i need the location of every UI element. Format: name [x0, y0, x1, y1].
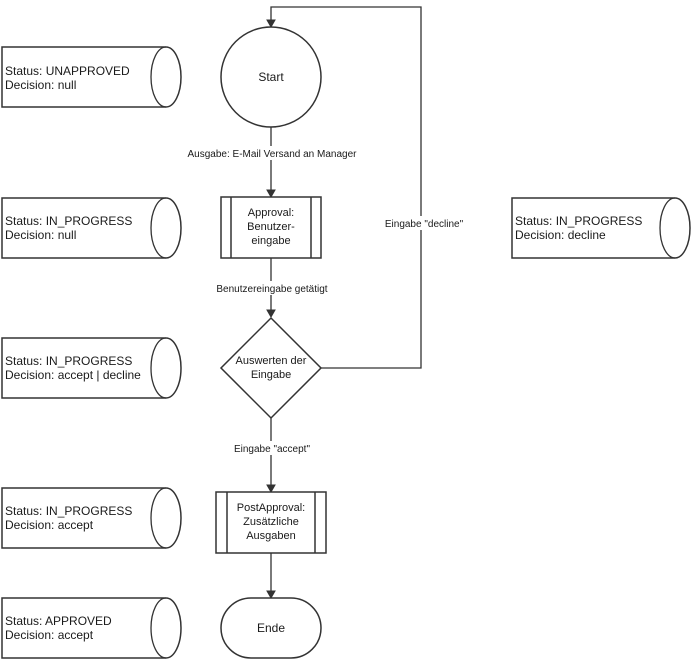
status-store-1-status: Status: UNAPPROVED [5, 64, 130, 78]
edge-label-input-done: Benutzereingabe getätigt [216, 284, 327, 295]
status-store-6-status: Status: IN_PROGRESS [515, 214, 642, 228]
status-store-3: Status: IN_PROGRESS Decision: accept | d… [1, 337, 182, 399]
status-store-3-decision: Decision: accept | decline [5, 368, 141, 382]
status-store-6-decision: Decision: decline [515, 228, 606, 242]
edge-label-decline: Eingabe "decline" [385, 219, 464, 230]
node-approval-line-3: eingabe [251, 235, 290, 247]
status-store-5: Status: APPROVED Decision: accept [1, 597, 182, 659]
node-start: Start [220, 26, 322, 128]
edge-label-email: Ausgabe: E-Mail Versand an Manager [188, 149, 358, 160]
node-approval: Approval: Benutzer- eingabe [220, 196, 322, 259]
status-store-4-decision: Decision: accept [5, 518, 94, 532]
node-approval-line-2: Benutzer- [247, 221, 295, 233]
node-evaluate-line-1: Auswerten der [236, 355, 307, 367]
arrowhead-start [266, 19, 276, 29]
status-store-4-status: Status: IN_PROGRESS [5, 504, 132, 518]
node-evaluate-line-2: Eingabe [251, 369, 291, 381]
node-postapproval-line-2: Zusätzliche [243, 516, 299, 528]
node-postapproval: PostApproval: Zusätzliche Ausgaben [215, 491, 327, 554]
edges [266, 6, 422, 600]
arrowhead-evaluate [266, 309, 276, 319]
arrowhead-approval [266, 189, 276, 199]
edge-label-accept: Eingabe "accept" [234, 444, 310, 455]
node-end-label: Ende [257, 621, 285, 635]
node-end: Ende [220, 597, 322, 659]
node-postapproval-line-1: PostApproval: [237, 502, 305, 514]
status-store-5-decision: Decision: accept [5, 628, 94, 642]
status-store-5-status: Status: APPROVED [5, 614, 112, 628]
status-store-1: Status: UNAPPROVED Decision: null [1, 46, 182, 108]
edge-labels: Ausgabe: E-Mail Versand an Manager Benut… [177, 146, 471, 455]
status-store-6: Status: IN_PROGRESS Decision: decline [511, 197, 691, 259]
status-store-2-status: Status: IN_PROGRESS [5, 214, 132, 228]
status-store-2: Status: IN_PROGRESS Decision: null [1, 197, 182, 259]
status-store-1-decision: Decision: null [5, 78, 76, 92]
node-approval-line-1: Approval: [248, 207, 294, 219]
edge-decline-loop [270, 6, 422, 369]
arrowhead-end [266, 590, 276, 600]
status-store-3-status: Status: IN_PROGRESS [5, 354, 132, 368]
status-store-2-decision: Decision: null [5, 228, 76, 242]
status-store-4: Status: IN_PROGRESS Decision: accept [1, 487, 182, 549]
node-evaluate: Auswerten der Eingabe [219, 316, 323, 420]
arrowhead-postapproval [266, 484, 276, 494]
node-postapproval-line-3: Ausgaben [246, 530, 296, 542]
node-start-label: Start [258, 70, 284, 84]
